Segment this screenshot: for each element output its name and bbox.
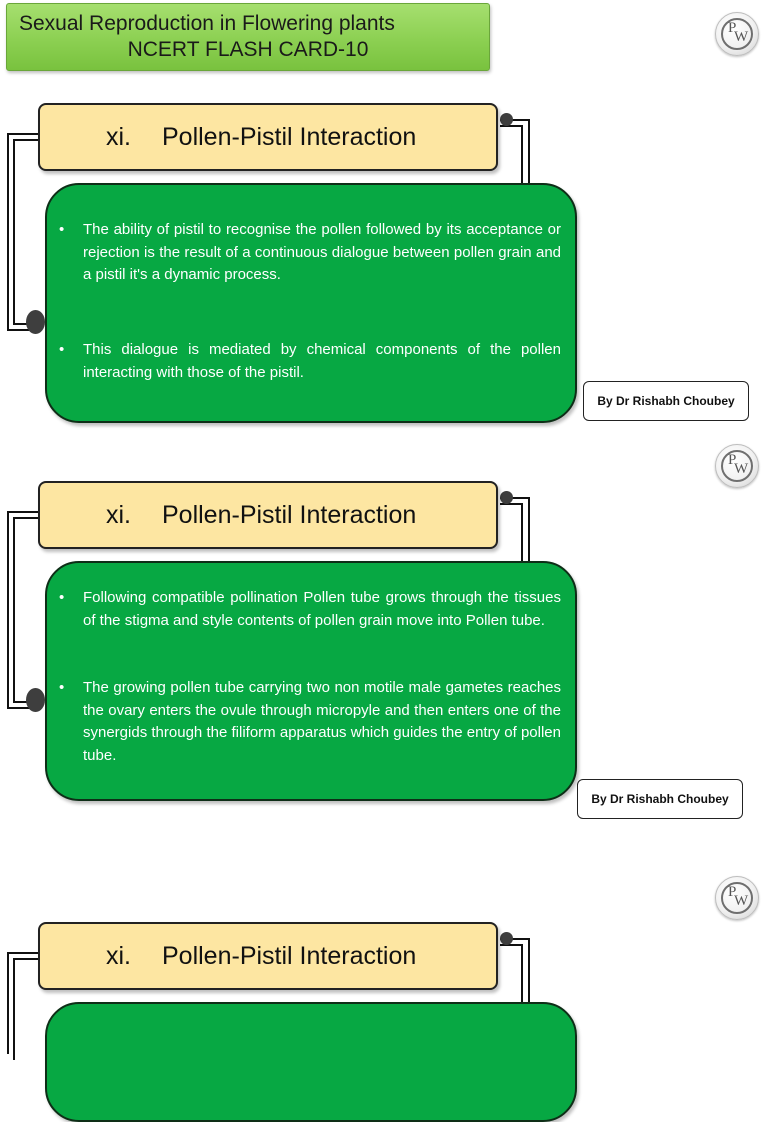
flash-card-1: xi. Pollen-Pistil Interaction • The abil… — [0, 103, 768, 463]
list-item: • The growing pollen tube carrying two n… — [59, 677, 561, 767]
flash-card-2: xi. Pollen-Pistil Interaction • Followin… — [0, 481, 768, 841]
bullet-text: The ability of pistil to recognise the p… — [83, 221, 561, 283]
connector-dot — [500, 491, 513, 504]
connector-dot — [26, 688, 45, 712]
connector-left-inner — [13, 517, 39, 703]
connector-right-inner — [500, 125, 523, 191]
connector-dot — [500, 113, 513, 126]
connector-right — [500, 938, 530, 1040]
list-item: • Following compatible pollination Polle… — [59, 587, 561, 632]
connector-left — [7, 952, 39, 1054]
header-banner: Sexual Reproduction in Flowering plants … — [6, 3, 490, 71]
connector-right — [500, 119, 530, 191]
connector-dot — [500, 932, 513, 945]
card-number: xi. — [106, 500, 131, 529]
author-credit: By Dr Rishabh Choubey — [577, 779, 743, 819]
header-subtitle: NCERT FLASH CARD-10 — [127, 38, 369, 61]
flash-card-3: xi. Pollen-Pistil Interaction — [0, 922, 768, 1122]
bullet-text: This dialogue is mediated by chemical co… — [83, 341, 561, 381]
card-number: xi. — [106, 941, 131, 970]
card-content-box — [45, 1002, 577, 1122]
card-content-box: • Following compatible pollination Polle… — [45, 561, 577, 801]
card-title: Pollen-Pistil Interaction — [162, 500, 417, 529]
list-item: • This dialogue is mediated by chemical … — [59, 339, 561, 384]
card-title-box: xi. Pollen-Pistil Interaction — [38, 922, 498, 990]
card-title-box: xi. Pollen-Pistil Interaction — [38, 481, 498, 549]
author-credit: By Dr Rishabh Choubey — [583, 381, 749, 421]
connector-dot — [26, 310, 45, 334]
connector-left — [7, 133, 39, 331]
connector-right-inner — [500, 503, 523, 569]
card-title-box: xi. Pollen-Pistil Interaction — [38, 103, 498, 171]
header-title: Sexual Reproduction in Flowering plants — [19, 12, 395, 35]
connector-left — [7, 511, 39, 709]
card-title: Pollen-Pistil Interaction — [162, 941, 417, 970]
bullet-text: Following compatible pollination Pollen … — [83, 589, 561, 629]
card-content-box: • The ability of pistil to recognise the… — [45, 183, 577, 423]
bullet-text: The growing pollen tube carrying two non… — [83, 679, 561, 764]
connector-right-inner — [500, 944, 523, 1046]
connector-left-inner — [13, 958, 39, 1060]
card-number: xi. — [106, 122, 131, 151]
connector-left-inner — [13, 139, 39, 325]
connector-right — [500, 497, 530, 569]
list-item: • The ability of pistil to recognise the… — [59, 219, 561, 287]
card-title: Pollen-Pistil Interaction — [162, 122, 417, 151]
